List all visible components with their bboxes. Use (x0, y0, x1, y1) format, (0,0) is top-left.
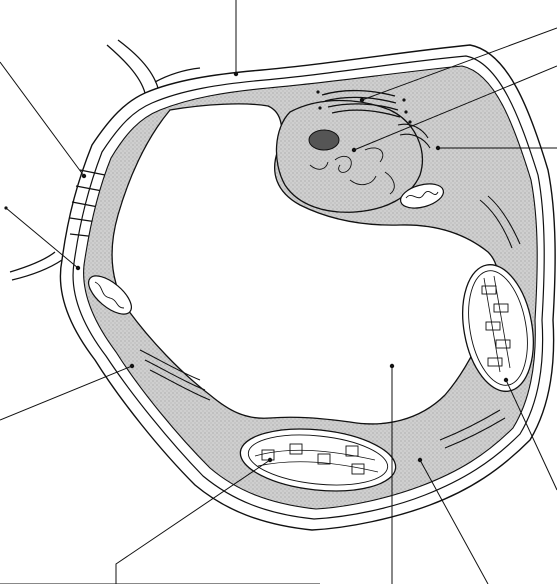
leader-line-plasmodesmata (0, 62, 84, 176)
nucleolus (309, 130, 339, 150)
nucleus (276, 101, 422, 213)
leader-line-cytoplasm (0, 366, 132, 420)
